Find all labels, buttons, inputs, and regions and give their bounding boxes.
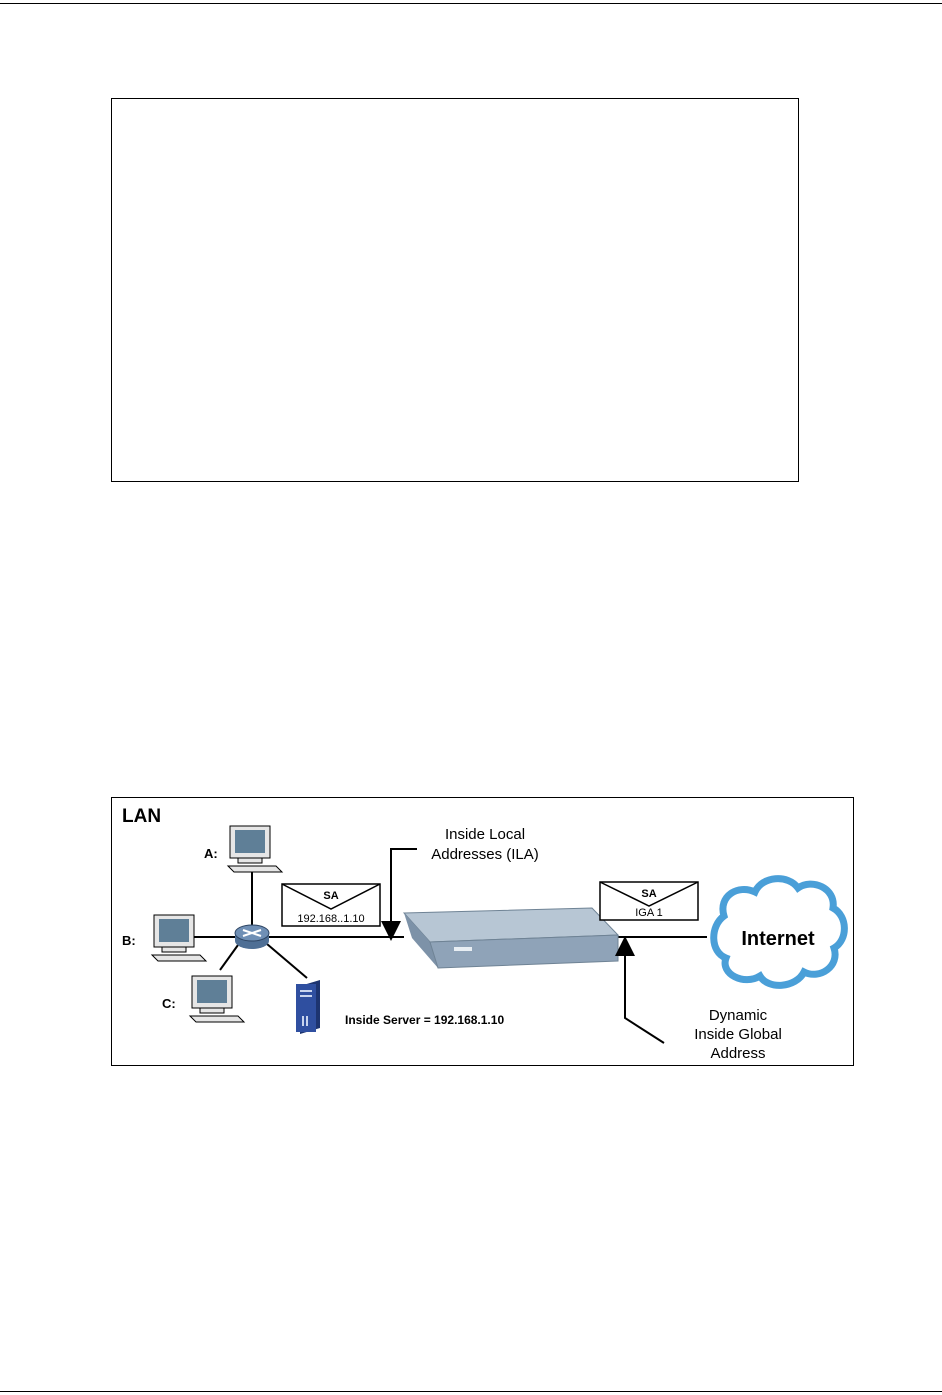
nat-diagram-figure: LAN A: B: [111,797,854,1066]
internet-cloud-icon [710,875,848,989]
pc-c-icon [188,975,246,1023]
switch-icon [234,924,270,949]
packet-left-header: SA [323,890,338,902]
header-rule [0,3,942,4]
pc-a-icon [226,825,284,873]
ila-label-line1: Inside Local [445,826,525,843]
packet-right-address: IGA 1 [635,907,663,919]
nat-router-device [402,907,620,969]
ila-arrow [381,848,417,941]
pc-b-label: B: [122,933,136,948]
packet-right-header: SA [641,888,656,900]
server-icon [296,980,320,1034]
code-example-box [111,98,799,482]
pc-b-icon [150,914,208,962]
iga-label-line3: Address [710,1045,765,1062]
footer-rule [0,1391,942,1392]
packet-left-envelope [281,883,381,927]
ila-label-line2: Addresses (ILA) [431,846,539,863]
pc-c-label: C: [162,996,176,1011]
iga-label-line1: Dynamic [709,1007,768,1024]
packet-left-address: 192.168..1.10 [297,913,364,925]
packet-right-envelope [599,881,699,921]
nat-diagram: LAN A: B: [122,806,848,1062]
iga-label-line2: Inside Global [694,1026,782,1043]
lan-label: LAN [122,806,161,827]
internet-label: Internet [741,928,815,950]
inside-server-label: Inside Server = 192.168.1.10 [345,1013,504,1027]
iga-arrow [615,936,665,1044]
pc-a-label: A: [204,846,218,861]
